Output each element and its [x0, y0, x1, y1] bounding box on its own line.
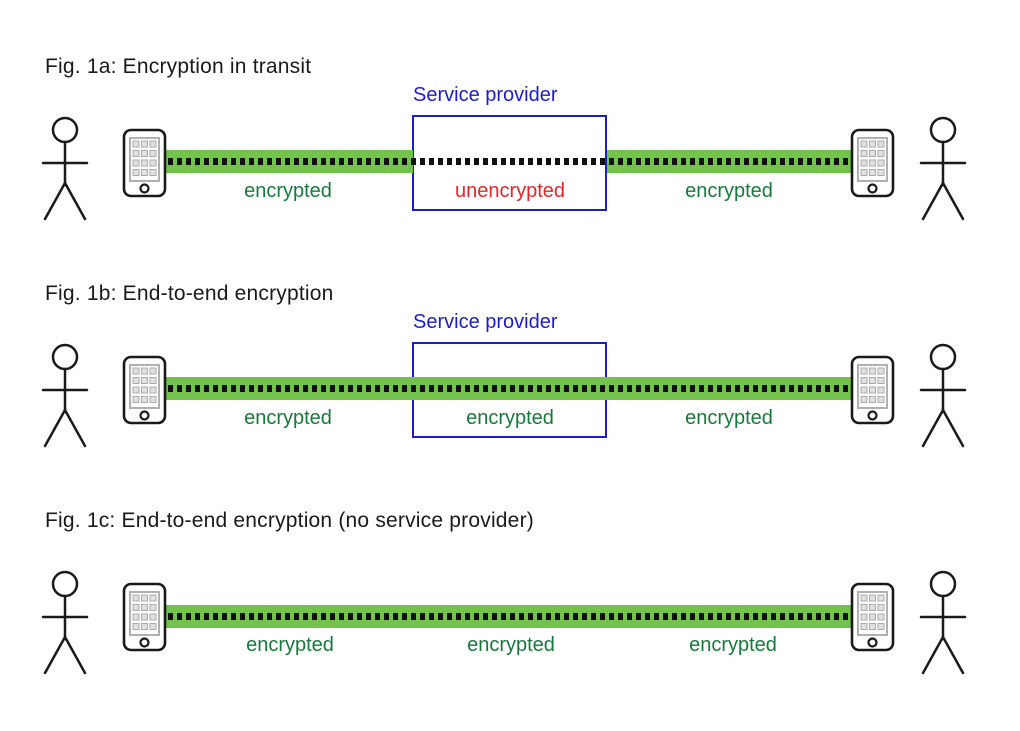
person-icon — [917, 342, 969, 448]
segment-label-encrypted: encrypted — [689, 634, 777, 656]
segment-label-encrypted: encrypted — [685, 180, 773, 202]
person-icon — [917, 115, 969, 221]
smartphone-icon — [122, 128, 167, 198]
person-icon — [39, 115, 91, 221]
transmission-dotted-line — [150, 158, 865, 165]
segment-label-encrypted: encrypted — [244, 407, 332, 429]
segment-label-encrypted: encrypted — [685, 407, 773, 429]
smartphone-icon — [850, 128, 895, 198]
service-provider-label: Service provider — [413, 311, 558, 333]
smartphone-icon — [122, 355, 167, 425]
person-icon — [39, 569, 91, 675]
person-icon — [917, 569, 969, 675]
segment-label-encrypted: encrypted — [246, 634, 334, 656]
transmission-dotted-line — [150, 385, 865, 392]
figure-1a-title: Fig. 1a: Encryption in transit — [45, 55, 312, 78]
segment-label-encrypted: encrypted — [467, 634, 555, 656]
figure-1b-title: Fig. 1b: End-to-end encryption — [45, 282, 334, 305]
figure-1c-title: Fig. 1c: End-to-end encryption (no servi… — [45, 509, 534, 532]
person-icon — [39, 342, 91, 448]
smartphone-icon — [850, 582, 895, 652]
service-provider-label: Service provider — [413, 84, 558, 106]
smartphone-icon — [850, 355, 895, 425]
segment-label-encrypted: encrypted — [466, 407, 554, 429]
smartphone-icon — [122, 582, 167, 652]
segment-label-unencrypted: unencrypted — [454, 180, 566, 202]
transmission-dotted-line — [150, 613, 865, 620]
segment-label-encrypted: encrypted — [244, 180, 332, 202]
